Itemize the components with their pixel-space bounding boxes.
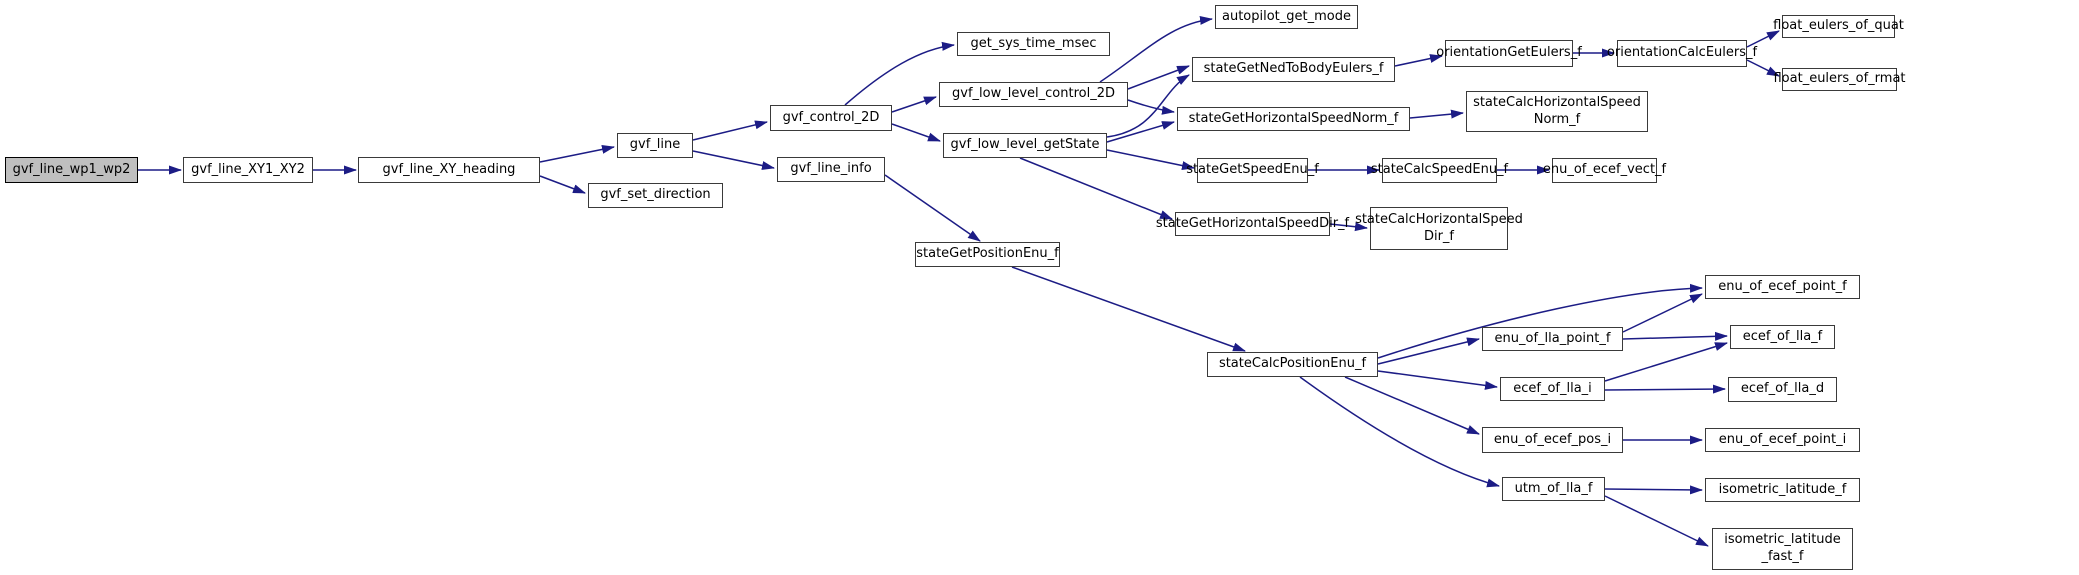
node-orientationCalcEulers_f[interactable]: orientationCalcEulers_f (1607, 40, 1757, 67)
node-stateGetHorizontalSpeedNorm_f[interactable]: stateGetHorizontalSpeedNorm_f (1177, 107, 1410, 131)
edge-utm_of_lla_f-to-isometric_latitude_fast_f (1604, 495, 1709, 547)
edge-gvf_low_level_control_2D-to-autopilot_get_mode (1099, 15, 1213, 83)
edge-stateGetNedToBodyEulers_f-to-orientationGetEulers_f (1394, 54, 1443, 67)
edge-gvf_line-to-gvf_control_2D (692, 120, 768, 141)
edge-gvf_line_info-to-stateGetPositionEnu_f (884, 174, 981, 242)
node-gvf_line_XY1_XY2[interactable]: gvf_line_XY1_XY2 (183, 157, 313, 183)
node-stateCalcHorizontalSpeedDir_f[interactable]: stateCalcHorizontalSpeed Dir_f (1355, 207, 1523, 250)
edge-enu_of_lla_point_f-to-enu_of_ecef_point_f (1622, 293, 1703, 333)
edge-gvf_low_level_getState-to-stateGetHorizontalSpeedNorm_f (1106, 121, 1175, 143)
node-ecef_of_lla_i[interactable]: ecef_of_lla_i (1500, 377, 1605, 401)
node-stateGetPositionEnu_f[interactable]: stateGetPositionEnu_f (915, 242, 1060, 267)
node-gvf_line_wp1_wp2: gvf_line_wp1_wp2 (5, 157, 138, 183)
edge-utm_of_lla_f-to-isometric_latitude_f (1604, 485, 1703, 495)
edge-stateGetHorizontalSpeedNorm_f-to-stateCalcHorizontalSpeedNorm_f (1409, 109, 1464, 119)
node-enu_of_ecef_vect_f[interactable]: enu_of_ecef_vect_f (1543, 158, 1666, 183)
node-enu_of_ecef_point_i[interactable]: enu_of_ecef_point_i (1705, 428, 1860, 452)
node-stateCalcHorizontalSpeedNorm_f[interactable]: stateCalcHorizontalSpeed Norm_f (1466, 91, 1648, 132)
edge-orientationCalcEulers_f-to-float_eulers_of_quat (1746, 30, 1780, 48)
node-stateCalcPositionEnu_f[interactable]: stateCalcPositionEnu_f (1207, 352, 1378, 377)
edge-gvf_low_level_control_2D-to-stateGetHorizontalSpeedNorm_f (1127, 99, 1175, 115)
node-gvf_low_level_getState[interactable]: gvf_low_level_getState (943, 133, 1107, 158)
node-gvf_line_XY_heading[interactable]: gvf_line_XY_heading (358, 157, 540, 183)
node-gvf_line[interactable]: gvf_line (617, 133, 693, 158)
node-gvf_control_2D[interactable]: gvf_control_2D (770, 105, 892, 131)
node-gvf_line_info[interactable]: gvf_line_info (777, 157, 885, 182)
edge-stateCalcPositionEnu_f-to-enu_of_ecef_point_f (1377, 283, 1703, 359)
node-isometric_latitude_f[interactable]: isometric_latitude_f (1705, 478, 1860, 502)
edge-gvf_low_level_control_2D-to-stateGetNedToBodyEulers_f (1127, 65, 1190, 90)
node-enu_of_lla_point_f[interactable]: enu_of_lla_point_f (1482, 327, 1623, 351)
edge-stateCalcPositionEnu_f-to-enu_of_lla_point_f (1377, 337, 1480, 365)
edge-gvf_low_level_getState-to-stateGetSpeedEnu_f (1106, 149, 1195, 170)
node-gvf_low_level_control_2D[interactable]: gvf_low_level_control_2D (939, 82, 1128, 107)
node-gvf_set_direction[interactable]: gvf_set_direction (588, 183, 723, 208)
node-float_eulers_of_quat[interactable]: float_eulers_of_quat (1773, 15, 1904, 38)
edge-gvf_line_XY_heading-to-gvf_line (539, 144, 615, 163)
edge-enu_of_lla_point_f-to-ecef_of_lla_f (1622, 331, 1728, 341)
edge-gvf_control_2D-to-get_sys_time_msec (844, 41, 955, 106)
node-stateGetNedToBodyEulers_f[interactable]: stateGetNedToBodyEulers_f (1192, 57, 1395, 82)
edge-gvf_low_level_getState-to-stateGetNedToBodyEulers_f (1106, 74, 1190, 138)
edge-stateGetPositionEnu_f-to-stateCalcPositionEnu_f (1011, 266, 1246, 352)
node-get_sys_time_msec[interactable]: get_sys_time_msec (957, 32, 1110, 56)
node-enu_of_ecef_pos_i[interactable]: enu_of_ecef_pos_i (1482, 427, 1623, 453)
node-float_eulers_of_rmat[interactable]: float_eulers_of_rmat (1773, 68, 1906, 91)
edge-stateCalcPositionEnu_f-to-ecef_of_lla_i (1377, 370, 1498, 390)
edge-stateGetHorizontalSpeedDir_f-to-stateCalcHorizontalSpeedDir_f (1329, 222, 1368, 232)
edge-orientationCalcEulers_f-to-float_eulers_of_rmat (1746, 59, 1780, 77)
node-ecef_of_lla_f[interactable]: ecef_of_lla_f (1730, 325, 1835, 349)
edge-ecef_of_lla_i-to-ecef_of_lla_f (1604, 342, 1728, 382)
node-ecef_of_lla_d[interactable]: ecef_of_lla_d (1728, 377, 1837, 402)
node-stateCalcSpeedEnu_f[interactable]: stateCalcSpeedEnu_f (1371, 158, 1508, 183)
edge-stateCalcPositionEnu_f-to-enu_of_ecef_pos_i (1344, 376, 1480, 435)
edge-gvf_low_level_getState-to-stateGetHorizontalSpeedDir_f (1019, 157, 1173, 220)
node-autopilot_get_mode[interactable]: autopilot_get_mode (1215, 5, 1358, 29)
edge-gvf_control_2D-to-gvf_low_level_getState (891, 123, 941, 142)
edge-gvf_control_2D-to-gvf_low_level_control_2D (891, 96, 937, 113)
node-enu_of_ecef_point_f[interactable]: enu_of_ecef_point_f (1705, 275, 1860, 299)
edge-gvf_line-to-gvf_line_info (692, 150, 775, 170)
node-isometric_latitude_fast_f[interactable]: isometric_latitude _fast_f (1712, 528, 1853, 570)
edge-gvf_line_XY_heading-to-gvf_set_direction (539, 175, 586, 194)
node-orientationGetEulers_f[interactable]: orientationGetEulers_f (1436, 40, 1582, 67)
node-stateGetHorizontalSpeedDir_f[interactable]: stateGetHorizontalSpeedDir_f (1156, 212, 1349, 236)
edge-ecef_of_lla_i-to-ecef_of_lla_d (1604, 384, 1726, 394)
edge-stateCalcPositionEnu_f-to-utm_of_lla_f (1299, 376, 1500, 488)
node-utm_of_lla_f[interactable]: utm_of_lla_f (1502, 477, 1605, 501)
node-stateGetSpeedEnu_f[interactable]: stateGetSpeedEnu_f (1186, 158, 1319, 183)
